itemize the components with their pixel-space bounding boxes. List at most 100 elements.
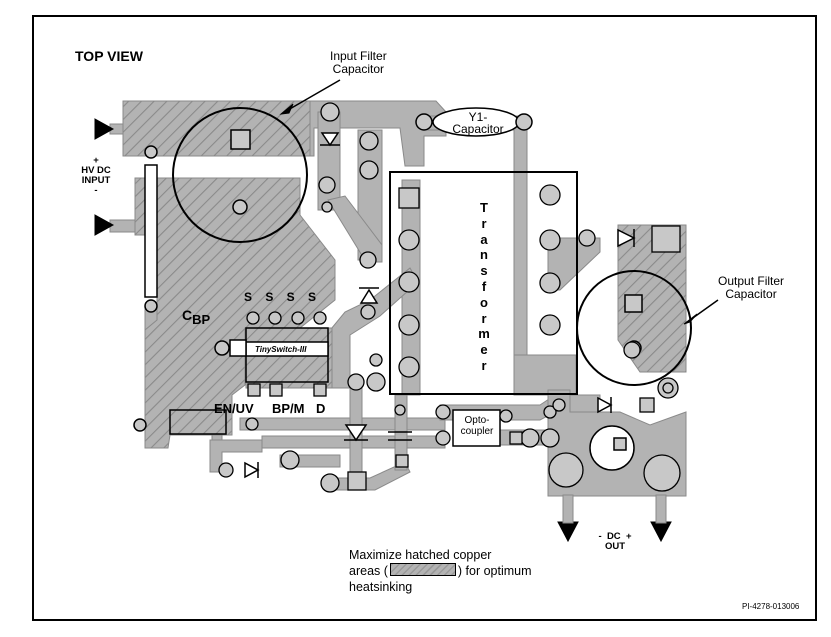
transformer-body — [389, 171, 578, 395]
pad — [245, 417, 259, 431]
arrows — [94, 103, 698, 543]
input-bar-component — [144, 164, 158, 298]
components — [133, 79, 719, 471]
output-cap-leader-head — [683, 313, 698, 325]
input-bar-pin-top — [144, 145, 158, 159]
pad — [359, 131, 379, 151]
y1-capacitor-label: Y1- Capacitor — [437, 111, 519, 135]
transformer-letter: r — [481, 357, 487, 373]
ic-pin-bp — [269, 383, 283, 397]
ic-pin-s3 — [291, 311, 305, 325]
transformer-letter: T — [480, 200, 488, 215]
diagram-title: TOP VIEW — [75, 48, 143, 64]
diode-clamp-mid — [359, 288, 379, 304]
ic-pin-s1 — [246, 311, 260, 325]
note-line-1: Maximize hatched copper — [349, 548, 492, 562]
hatch-swatch — [389, 563, 456, 576]
pad — [552, 398, 566, 412]
pad — [539, 229, 561, 251]
transformer-secondary-strip — [513, 354, 577, 396]
pad — [435, 404, 451, 420]
transformer-letter: n — [480, 247, 488, 263]
output-filter-capacitor-body — [576, 270, 692, 386]
y1-line-1: Y1- — [468, 110, 488, 124]
pad — [218, 462, 234, 478]
transformer-letter: m — [478, 326, 490, 342]
output-filter-capacitor-label: Output Filter Capacitor — [718, 275, 784, 301]
dc-out-minus-arrow — [557, 521, 579, 543]
pin-en-uv-label: EN/UV — [214, 401, 254, 416]
pad — [435, 430, 451, 446]
transformer-letter: r — [481, 310, 487, 326]
pad — [395, 454, 409, 468]
en-pin — [133, 418, 147, 432]
clamp-trace — [317, 111, 341, 211]
diodes — [244, 132, 636, 479]
transformer-letter: r — [481, 215, 487, 231]
pad — [540, 428, 560, 448]
pad — [359, 160, 379, 180]
cbp-subscript: BP — [192, 312, 211, 327]
pad — [398, 356, 420, 378]
pad — [520, 428, 540, 448]
input-filter-capacitor-body — [172, 107, 308, 243]
diode-bias — [244, 461, 260, 479]
source-pins-label: S S S S — [244, 290, 317, 304]
opto-line-1: Opto- — [464, 415, 490, 426]
output-cap-pad — [624, 294, 643, 313]
dc-out-minus-stem — [562, 494, 574, 524]
dc-out-line-2: OUT — [604, 541, 626, 552]
input-cap-hatch — [122, 100, 311, 157]
dc-out-label: - DC + OUT — [590, 532, 640, 552]
input-cap-leader — [287, 79, 341, 111]
input-cap-pad — [230, 129, 251, 150]
ic-pin-en — [247, 383, 261, 397]
input-bar-pin-bottom — [144, 299, 158, 313]
hvdc-line-2: INPUT — [81, 175, 111, 186]
note-before: areas ( — [349, 564, 388, 578]
pad — [398, 229, 420, 251]
pad — [320, 473, 340, 493]
ic-pin-d — [313, 383, 327, 397]
pad — [623, 341, 641, 359]
figure-frame — [32, 15, 817, 621]
en-resistor — [169, 409, 227, 435]
cbp-pin — [214, 340, 230, 356]
opto-line-2: coupler — [460, 426, 494, 437]
transformer-label: T r a n s f o r m e r — [475, 200, 493, 374]
drain-trace — [321, 267, 419, 389]
dc-out-line-1: - DC + — [598, 531, 632, 542]
transformer-letter: a — [480, 231, 488, 247]
pad — [578, 229, 596, 247]
dc-out-plus-arrow — [650, 521, 672, 543]
diode-output-small — [597, 396, 613, 414]
ic-pin-s2 — [268, 311, 282, 325]
input-cap-leader-head — [279, 103, 294, 115]
input-cap-pin — [232, 199, 248, 215]
figure-id: PI-4278-013006 — [742, 602, 800, 611]
y1-pin-right — [515, 113, 533, 131]
output-small-cap — [589, 425, 635, 471]
input-filter-capacitor-label: Input Filter Capacitor — [330, 50, 387, 76]
pad — [347, 373, 365, 391]
pin-bp-m-label: BP/M — [272, 401, 305, 416]
note-line-3: heatsinking — [349, 580, 413, 594]
pad — [499, 409, 513, 423]
pad — [369, 353, 383, 367]
output-cap-line-2: Capacitor — [725, 287, 777, 301]
pad — [509, 431, 523, 445]
heatsink-note: Maximize hatched copper areas () for opt… — [349, 547, 532, 595]
pad — [539, 314, 561, 336]
y1-pin-left — [415, 113, 433, 131]
input-cap-line-2: Capacitor — [332, 62, 385, 76]
pad — [548, 452, 584, 488]
pad — [643, 454, 681, 492]
diode-output-rectifier — [617, 228, 636, 248]
hv-dc-plus-arrow — [94, 118, 115, 140]
pad — [347, 471, 367, 491]
hv-dc-minus-arrow — [94, 214, 115, 236]
pad — [651, 225, 681, 253]
pad — [398, 271, 420, 293]
pad — [543, 405, 557, 419]
